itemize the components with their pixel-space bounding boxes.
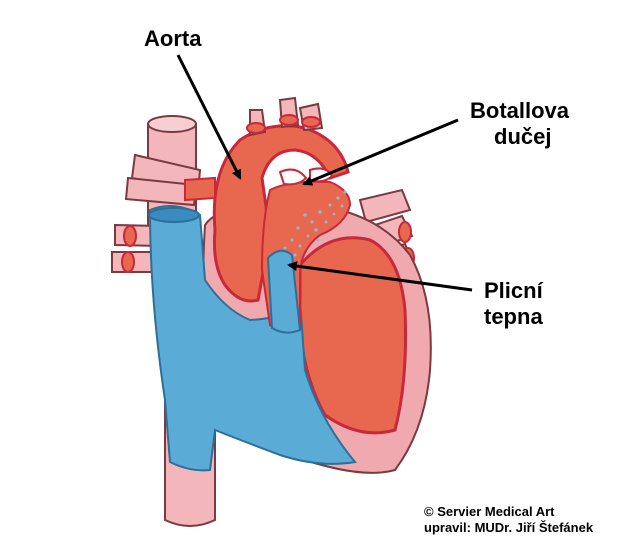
svc-opening [148, 207, 200, 223]
ductus-arrow [302, 118, 459, 186]
right-pulmonary-vessels [111, 153, 202, 273]
label-ductus-line1: Botallova [470, 98, 570, 123]
ductus-arteriosus [278, 168, 308, 186]
credit-line1: © Servier Medical Art [424, 504, 555, 519]
aortic-arch [212, 124, 350, 303]
right-ventricular-outflow [266, 249, 302, 334]
image-credit: © Servier Medical Art upravil: MUDr. Jiř… [424, 504, 593, 536]
aortic-branches [184, 96, 324, 202]
aorta-arrow [176, 54, 242, 180]
pulmonary-arrow [287, 261, 473, 292]
left-ventricle [298, 236, 408, 435]
label-ductus: Botallova dučej [470, 98, 569, 150]
credit-line2: upravil: MUDr. Jiří Štefánek [424, 520, 594, 535]
label-aorta: Aorta [144, 26, 202, 51]
label-pulmonary-line1: Plicní [484, 278, 543, 303]
label-pulmonary-line2: tepna [484, 304, 543, 329]
label-pulmonary-artery: Plicní tepna [484, 278, 543, 330]
label-ductus-line2: dučej [494, 124, 552, 149]
right-atrium-ventricle [148, 205, 357, 472]
